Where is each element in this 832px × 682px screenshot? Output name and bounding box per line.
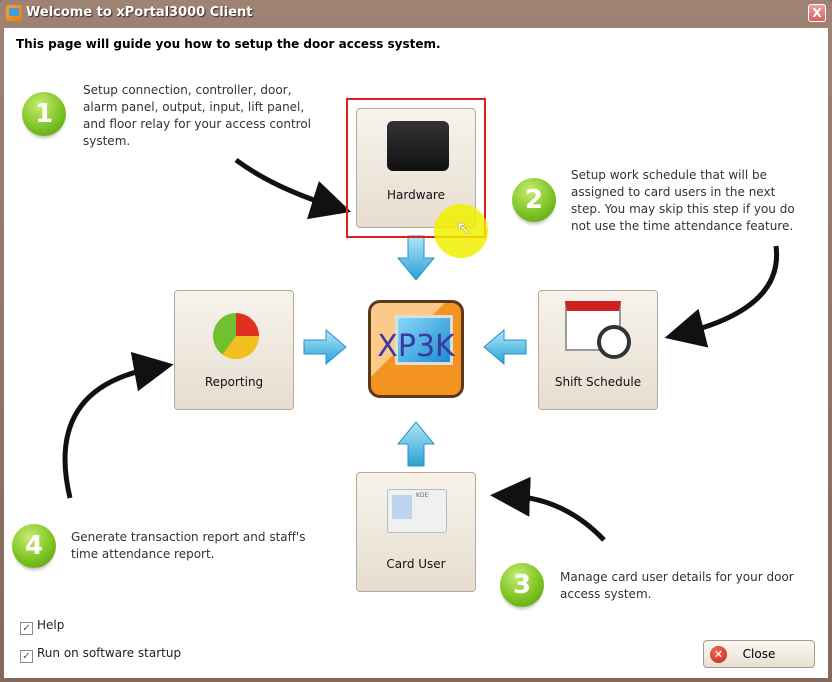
xp3k-logo: XP3K (368, 300, 464, 398)
clock-icon (597, 325, 631, 359)
blue-arrow-up (396, 421, 436, 467)
step-3-text: Manage card user details for your door a… (560, 570, 794, 601)
cursor-highlight (434, 204, 488, 258)
curve-arrow-1 (234, 157, 352, 220)
blue-arrow-left (483, 328, 527, 366)
curve-arrow-2 (664, 245, 780, 348)
flow-arrows (62, 157, 780, 542)
card-user-label: Card User (386, 557, 446, 571)
curve-arrow-3 (490, 476, 606, 542)
hardware-selection-highlight (346, 98, 486, 238)
close-x-icon: ✕ (710, 646, 727, 663)
run-on-startup-checkbox[interactable]: ✓ Run on software startup (20, 646, 181, 663)
step-2-badge: 2 (512, 178, 556, 222)
hardware-label: Hardware (387, 188, 445, 202)
checkmark-icon: ✓ (20, 650, 33, 663)
id-card-icon: KDE (387, 489, 447, 533)
monitor-icon (395, 315, 453, 365)
step-4-badge: 4 (12, 524, 56, 568)
reporting-label: Reporting (204, 375, 264, 389)
window-close-button[interactable]: X (808, 4, 826, 22)
mouse-cursor-icon: ↖ (456, 218, 472, 239)
checkmark-icon: ✓ (20, 622, 33, 635)
step-2-text: Setup work schedule that will be assigne… (571, 168, 795, 233)
blue-arrow-down (396, 235, 436, 281)
blue-arrow-right (303, 328, 347, 366)
hardware-device-icon (387, 121, 449, 171)
step-1-text: Setup connection, controller, door, alar… (83, 83, 311, 148)
close-label: Close (742, 647, 776, 661)
step-3-badge: 3 (500, 563, 544, 607)
client-area: This page will guide you how to setup th… (4, 28, 828, 678)
run-on-startup-label: Run on software startup (37, 646, 182, 660)
card-name: KDE (416, 492, 429, 499)
shift-schedule-tile[interactable]: Shift Schedule (538, 290, 658, 410)
card-user-tile[interactable]: KDE Card User (356, 472, 476, 592)
logo-text: XP3K (377, 329, 455, 364)
step-4-text: Generate transaction report and staff's … (71, 530, 306, 561)
app-icon (6, 5, 22, 21)
help-checkbox[interactable]: ✓ Help (20, 618, 64, 635)
report-chart-icon (213, 313, 259, 359)
shift-schedule-label: Shift Schedule (554, 375, 642, 389)
step-1-badge: 1 (22, 92, 66, 136)
intro-text: This page will guide you how to setup th… (16, 37, 441, 51)
close-button[interactable]: ✕ Close (703, 640, 815, 668)
window-title: Welcome to xPortal3000 Client (26, 5, 253, 20)
help-label: Help (37, 618, 65, 632)
curve-arrow-4 (62, 351, 174, 499)
reporting-tile[interactable]: Reporting (174, 290, 294, 410)
